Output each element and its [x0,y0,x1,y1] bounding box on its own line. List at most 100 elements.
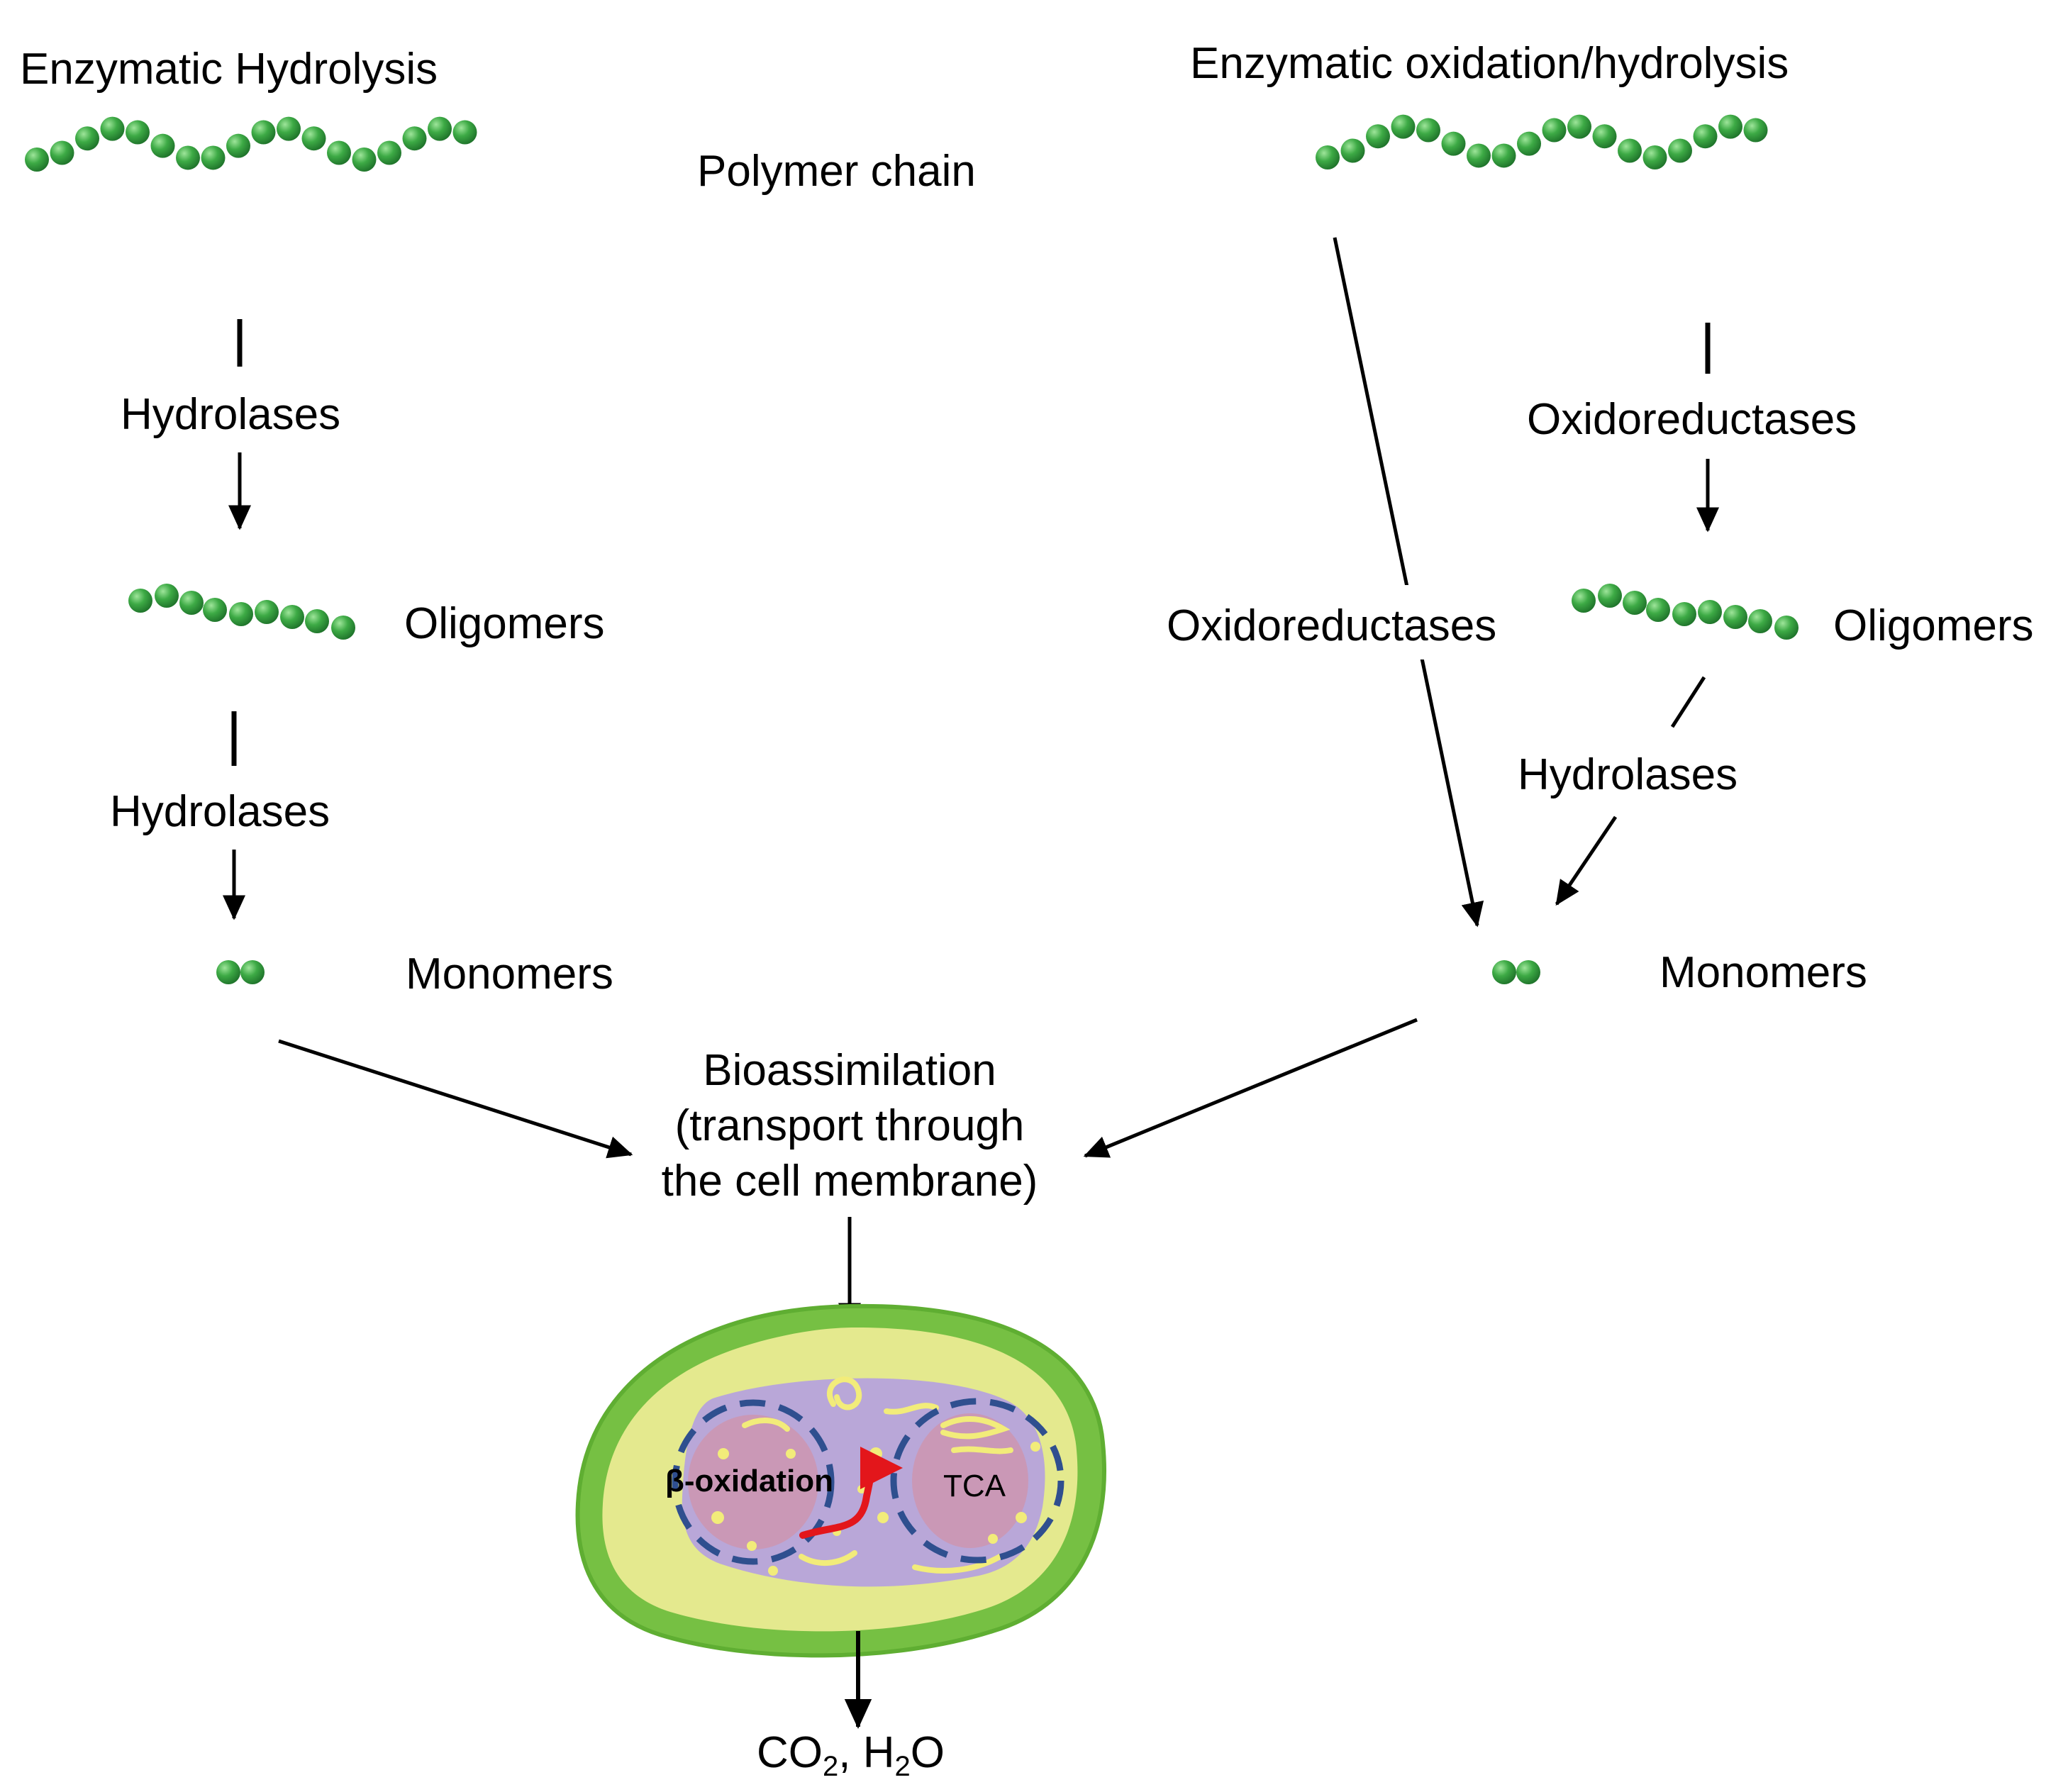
granules [711,1442,1040,1576]
bead [226,133,250,158]
bead [377,140,401,165]
right-step2-enzyme: Hydrolases [1518,750,1738,799]
bead [1774,616,1799,640]
products-separator: , H [838,1728,894,1777]
right-oligomers-label: Oligomers [1833,601,2034,650]
bioassimilation-line3: the cell membrane) [662,1157,1038,1206]
bead [176,145,200,170]
bead [1592,124,1617,149]
right-direct-arrow [1333,237,1484,928]
bead [150,133,175,158]
bead [240,960,265,984]
bead [75,126,99,151]
beta-oxidation-label: β-oxidation [665,1464,833,1498]
bioassimilation-line2: (transport through [675,1101,1025,1150]
bead [201,145,226,170]
bead [327,140,351,165]
right-monomers-label: Monomers [1660,948,1867,997]
bead [1572,589,1596,613]
polymer-chain-left [25,116,477,172]
bead [126,120,150,145]
bead [1698,600,1722,624]
bead [1340,138,1365,163]
bead [1598,584,1622,608]
bead [1516,960,1540,984]
polymer-chain-right [1316,114,1768,169]
bead [1623,591,1647,615]
bead [1467,143,1491,168]
right-pathway-title: Enzymatic oxidation/hydrolysis [1190,39,1789,88]
bead [331,616,355,640]
bacterial-cell: β-oxidation TCA [575,1303,1107,1658]
bead [1748,609,1772,633]
bead [1567,114,1591,139]
bead [1366,124,1390,149]
bead [1618,138,1642,163]
bead [251,120,276,145]
bead [216,960,240,984]
bead [100,116,125,141]
bead [155,584,179,608]
bead [179,591,204,615]
bead [255,600,279,624]
bead [1743,118,1768,143]
bead [1693,124,1718,149]
right-step1-enzyme: Oxidoreductases [1527,395,1857,444]
polymer-chain-label: Polymer chain [697,147,976,196]
bead [1672,602,1696,626]
right-step2-connector [1670,676,1706,728]
right-direct-enzyme: Oxidoreductases [1167,601,1496,650]
bead [301,126,326,151]
tca-label: TCA [943,1469,1006,1503]
bead [1492,960,1516,984]
bead [428,116,452,141]
products-label: CO2, H2O [757,1728,945,1782]
bead [1517,131,1541,156]
left-pathway-title: Enzymatic Hydrolysis [20,45,438,94]
beta-oxidation-boundary [672,1399,835,1565]
left-step2-enzyme: Hydrolases [110,787,330,836]
bead [305,609,329,633]
bioassimilation-title: Bioassimilation [703,1046,996,1095]
monomer-pair-left [216,960,265,984]
bead [280,605,304,629]
bead [1391,114,1416,139]
bead [50,140,74,165]
bead [1718,114,1742,139]
bead [402,126,427,151]
monomer-pair-right [1492,960,1540,984]
left-monomers-label: Monomers [406,950,613,998]
bead [25,148,49,172]
bead [1646,598,1670,622]
bead [1491,143,1516,168]
bead [1441,131,1466,156]
right-direct-label-backdrop [1160,585,1535,660]
bead [1542,118,1567,143]
co2-subscript: 2 [823,1751,838,1782]
bead [229,602,253,626]
oligomer-chain-left [128,584,355,640]
tca-core [912,1413,1028,1548]
bead [1316,145,1340,169]
right-step2-arrow [1555,816,1618,906]
right-to-bioassimilation-arrow [1083,1018,1418,1158]
bead [1642,145,1667,169]
beta-to-tca-arrow [799,1447,903,1539]
bead [1668,138,1692,163]
bead [352,148,377,172]
h2o-subscript: 2 [894,1751,910,1782]
left-step1-enzyme: Hydrolases [121,390,340,439]
bead [1416,118,1440,143]
h2o-text: O [911,1728,945,1777]
co2-text: CO [757,1728,823,1777]
bead [1723,605,1747,629]
left-to-bioassimilation-arrow [278,1039,633,1159]
left-oligomers-label: Oligomers [404,599,605,648]
oligomer-chain-right [1572,584,1799,640]
bead [452,120,477,145]
bead [128,589,152,613]
organelles [742,1376,1013,1574]
bead [277,116,301,141]
bead [203,598,227,622]
